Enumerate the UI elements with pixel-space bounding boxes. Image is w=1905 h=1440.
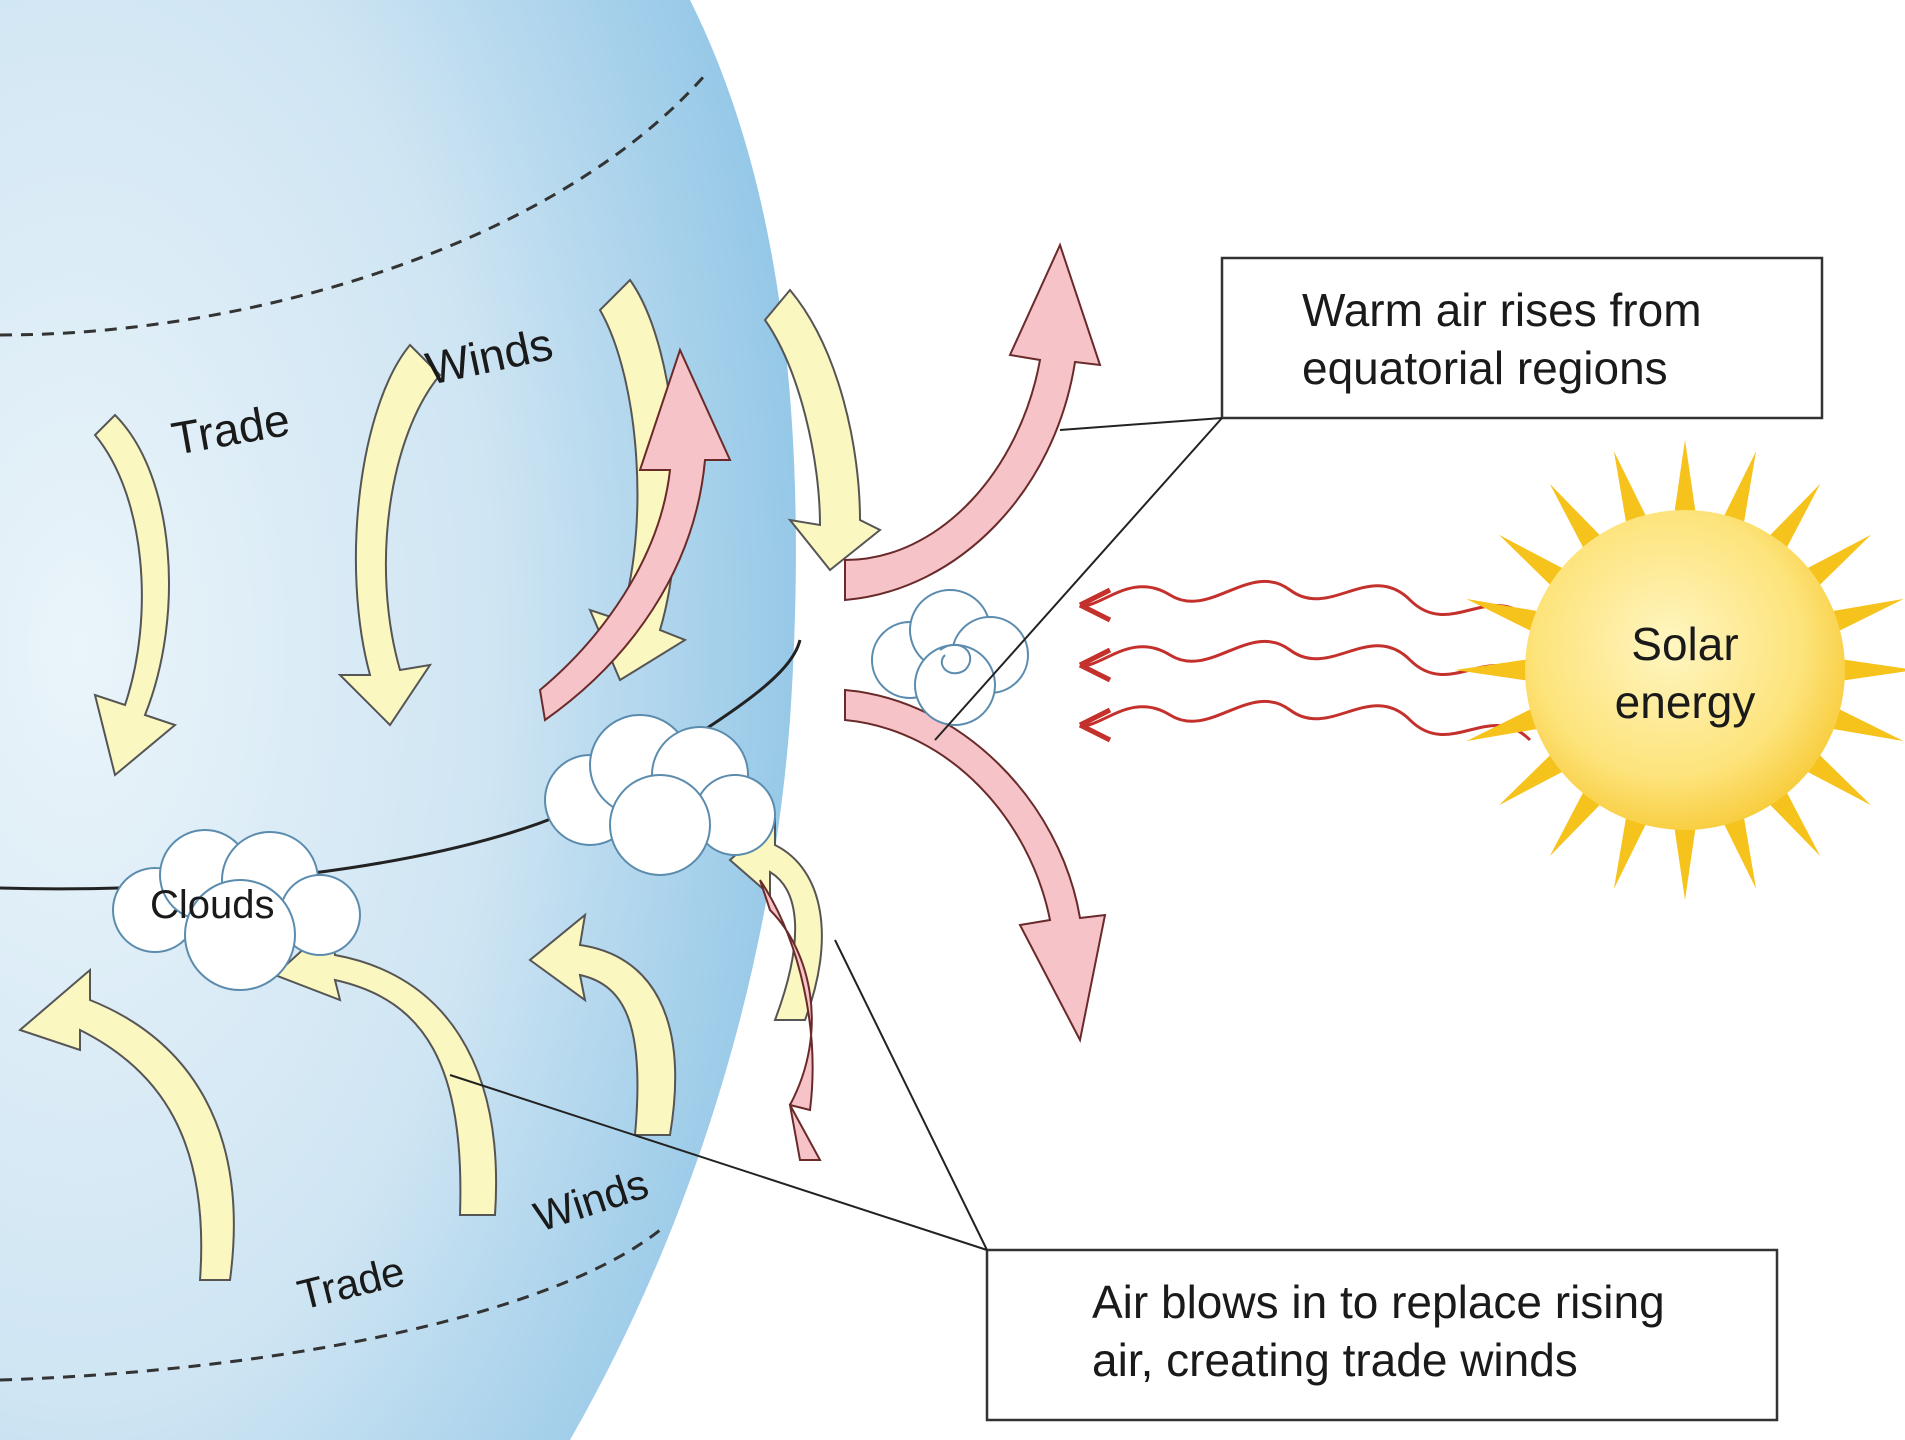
callout-air-blows-line1: Air blows in to replace rising [1092, 1276, 1665, 1328]
leader-line [835, 940, 987, 1250]
callout-air-blows: Air blows in to replace rising air, crea… [987, 1250, 1777, 1420]
radiation-wave [1080, 701, 1530, 740]
radiation-arrowhead [1080, 710, 1110, 740]
callout-warm-air-line2: equatorial regions [1302, 342, 1668, 394]
radiation-wave [1080, 581, 1530, 620]
sun-label-line2: energy [1615, 676, 1756, 728]
label-clouds: Clouds [150, 883, 275, 927]
callout-warm-air: Warm air rises from equatorial regions [1222, 258, 1822, 418]
callout-air-blows-line2: air, creating trade winds [1092, 1334, 1578, 1386]
callout-warm-air-line1: Warm air rises from [1302, 284, 1702, 336]
rising-air-arrow [845, 690, 1105, 1040]
radiation-arrowhead [1080, 650, 1110, 680]
sun-icon [1455, 440, 1905, 900]
radiation-wave [1080, 641, 1530, 680]
radiation-waves [1080, 581, 1530, 740]
radiation-arrowhead [1080, 590, 1110, 620]
sun-label-line1: Solar [1631, 618, 1738, 670]
leader-line [1060, 418, 1222, 430]
rising-air-arrow [845, 245, 1100, 600]
leader-line [935, 418, 1222, 740]
